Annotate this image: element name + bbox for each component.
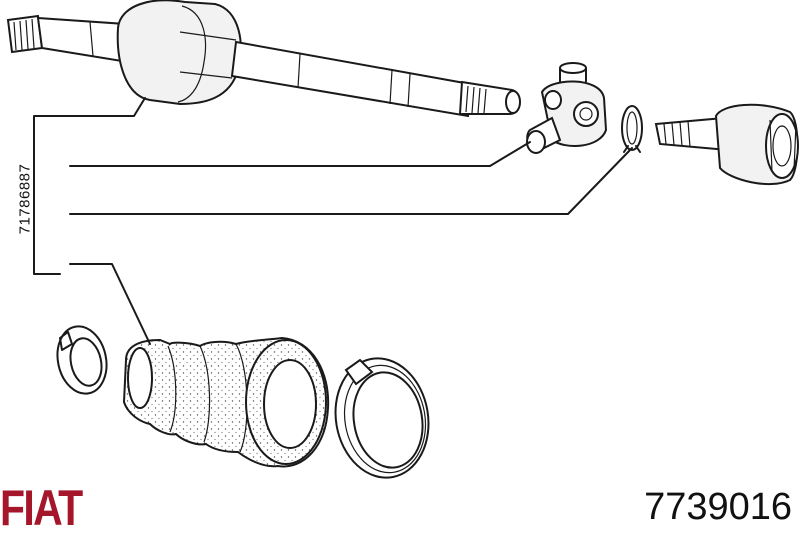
rubber-boot	[122, 336, 330, 468]
kit-bracket-lines	[33, 97, 633, 345]
leader-tripod	[69, 141, 531, 167]
reference-number: 7739016	[644, 486, 792, 528]
shaft-spline-left	[6, 14, 44, 54]
boot-small-end	[127, 347, 153, 409]
drive-shaft	[6, 0, 521, 118]
fiat-logo: FIAT	[0, 480, 83, 536]
leader-housing	[33, 97, 146, 275]
leader-circlip	[69, 147, 633, 215]
small-boot-clamp	[56, 325, 108, 395]
part-number-label: 71786887	[2, 144, 48, 254]
tripod-joint	[526, 62, 608, 154]
shaft-housing	[116, 0, 242, 106]
circlip	[621, 105, 643, 153]
outer-cv-joint	[654, 103, 799, 185]
large-boot-clamp	[334, 357, 430, 479]
leader-boot	[69, 263, 151, 345]
part-number-text: 71786887	[16, 163, 34, 235]
